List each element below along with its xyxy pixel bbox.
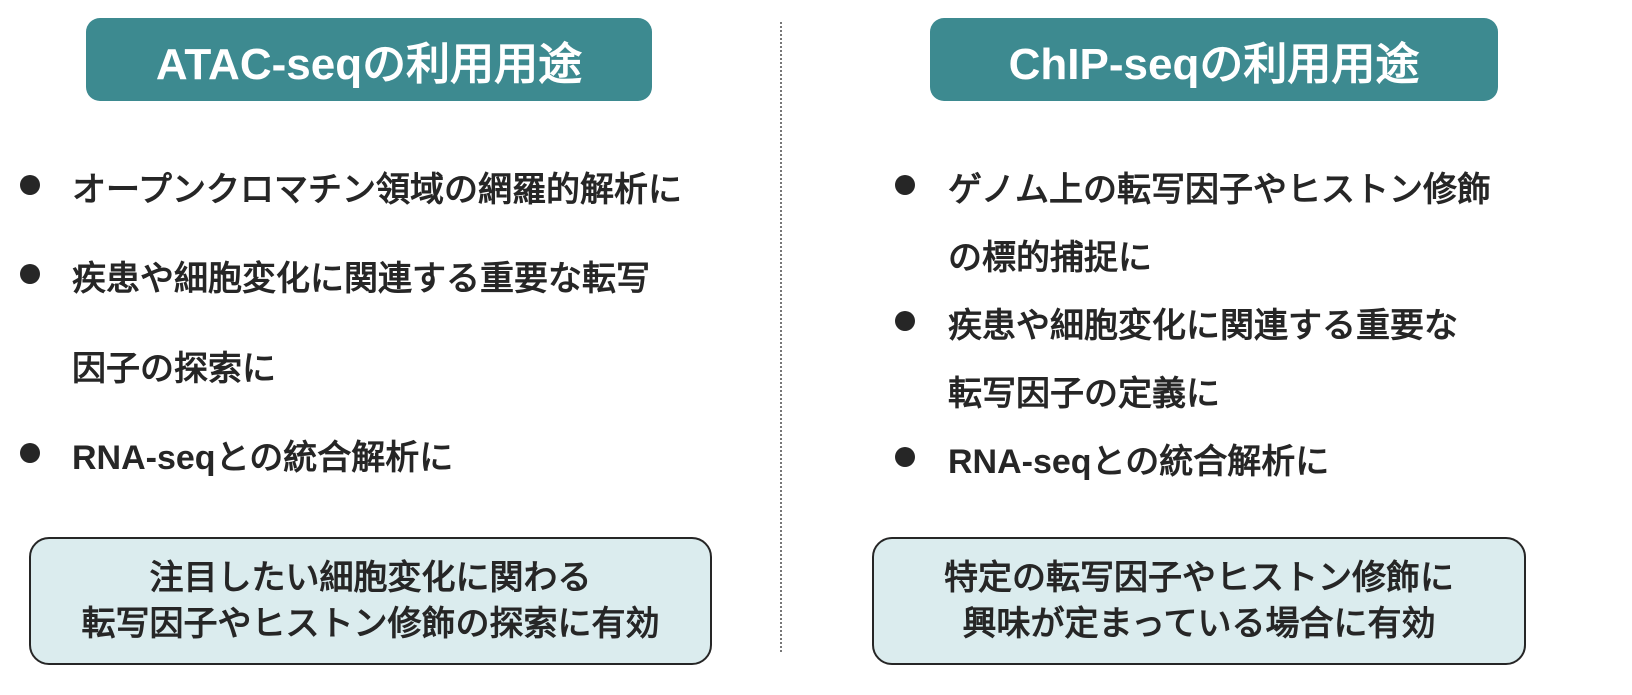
summary-line: 興味が定まっている場合に有効	[962, 605, 1436, 643]
list-item: オープンクロマチン領域の網羅的解析に	[72, 171, 682, 209]
list-item: RNA-seqとの統合解析に	[948, 443, 1330, 481]
chip-summary-box: 特定の転写因子やヒストン修飾に 興味が定まっている場合に有効	[872, 537, 1526, 665]
atac-summary-box: 注目したい細胞変化に関わる 転写因子やヒストン修飾の探索に有効	[29, 537, 712, 665]
bullet-icon	[895, 311, 915, 331]
list-item: 転写因子の定義に	[948, 375, 1220, 413]
summary-line: 特定の転写因子やヒストン修飾に	[944, 559, 1454, 597]
bullet-icon	[20, 264, 40, 284]
summary-line: 注目したい細胞変化に関わる	[149, 559, 592, 597]
atac-seq-title: ATAC-seqの利用用途	[86, 18, 652, 101]
list-item: 疾患や細胞変化に関連する重要な転写	[72, 260, 650, 298]
bullet-icon	[20, 443, 40, 463]
bullet-icon	[895, 175, 915, 195]
list-item: の標的捕捉に	[948, 239, 1152, 277]
list-item: 疾患や細胞変化に関連する重要な	[948, 307, 1458, 345]
divider	[780, 22, 782, 652]
bullet-icon	[20, 175, 40, 195]
list-item: ゲノム上の転写因子やヒストン修飾	[948, 171, 1491, 209]
summary-line: 転写因子やヒストン修飾の探索に有効	[81, 605, 660, 643]
bullet-icon	[895, 447, 915, 467]
list-item: 因子の探索に	[72, 350, 276, 388]
chip-seq-title: ChIP-seqの利用用途	[930, 18, 1498, 101]
list-item: RNA-seqとの統合解析に	[72, 439, 454, 477]
